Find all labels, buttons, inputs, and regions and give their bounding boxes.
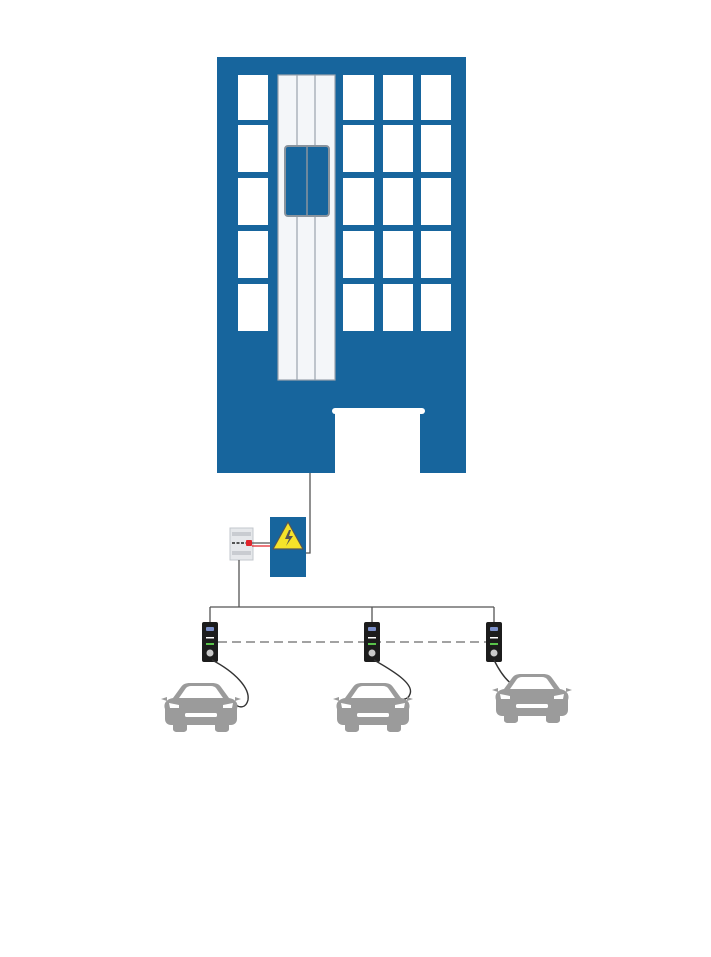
car-icon — [161, 683, 241, 732]
building-entrance — [332, 408, 425, 474]
ev-charger-icon — [486, 622, 502, 662]
building-window-grid — [343, 75, 451, 331]
electrical-cabinet-icon — [270, 517, 306, 577]
energy-meter-icon — [229, 527, 254, 561]
building-window — [238, 231, 268, 278]
ev-charger-icon — [202, 622, 218, 662]
car-icon — [492, 674, 572, 723]
building-window — [238, 178, 268, 225]
building-window — [238, 284, 268, 331]
ev-charger-icon — [364, 622, 380, 662]
distribution-bus — [209, 560, 495, 622]
building-icon — [217, 57, 466, 474]
elevator-icon — [284, 145, 330, 217]
building-window — [238, 125, 268, 172]
high-voltage-warning-icon — [272, 521, 304, 550]
elevator-shaft — [277, 74, 336, 381]
building-window — [238, 75, 268, 120]
car-icon — [333, 683, 413, 732]
